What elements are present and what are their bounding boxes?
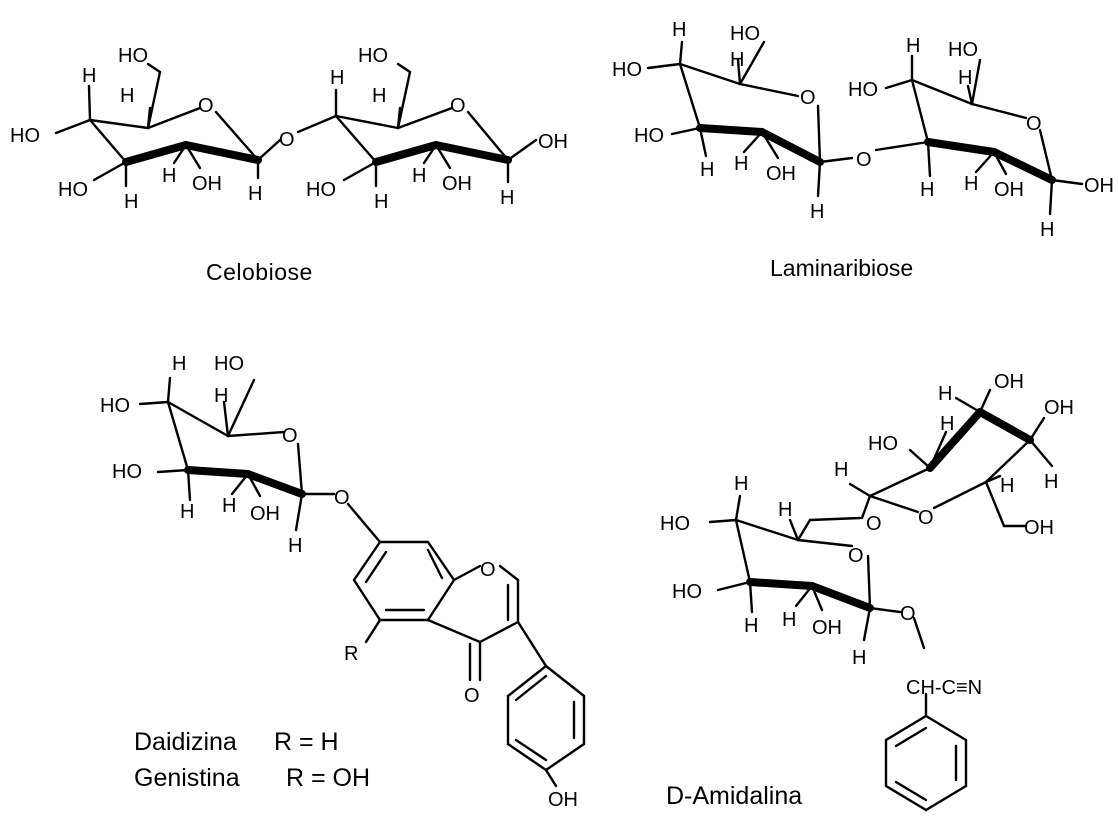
r-value-daidzina: R = H xyxy=(274,728,339,756)
molecule-name-genistina: Genistina xyxy=(134,764,240,792)
atom-ho: HO xyxy=(112,461,142,483)
atom-h: H xyxy=(940,413,954,435)
atom-o: O xyxy=(918,507,934,529)
atom-h: H xyxy=(834,459,848,481)
amidalina-structure: OH OH H H HO H H H O O OH H H HO O HO H … xyxy=(660,371,1074,812)
atom-h: H xyxy=(810,201,824,223)
atom-h: H xyxy=(958,67,972,89)
atom-o: O xyxy=(848,545,864,567)
atom-h: H xyxy=(372,85,386,107)
atom-o: O xyxy=(279,129,295,151)
atom-oh: OH xyxy=(538,131,568,153)
atom-h: H xyxy=(782,609,796,631)
atom-h: H xyxy=(852,647,866,669)
isoflavone-glycoside-structure: H HO H HO O HO H H OH H O O R O OH Daidi… xyxy=(100,353,586,811)
atom-oh: OH xyxy=(1044,397,1074,419)
atom-ho: HO xyxy=(730,23,760,45)
celobiose-structure: HO H H O HO HO H H OH H O HO H H O OH HO… xyxy=(10,45,568,285)
nitrile-group: CH-C≡N xyxy=(906,677,982,699)
atom-ho: HO xyxy=(214,353,244,375)
atom-oh: OH xyxy=(994,371,1024,393)
atom-o: O xyxy=(900,603,916,625)
atom-h: H xyxy=(82,65,96,87)
atom-h: H xyxy=(906,35,920,57)
atom-o: O xyxy=(1026,113,1042,135)
atom-h: H xyxy=(248,183,262,205)
atom-h: H xyxy=(730,49,744,71)
atom-o: O xyxy=(464,685,480,707)
molecule-name-laminaribiose: Laminaribiose xyxy=(770,255,913,281)
atom-o: O xyxy=(856,149,872,171)
atom-ho: HO xyxy=(10,125,40,147)
atom-oh: OH xyxy=(192,173,222,195)
atom-o: O xyxy=(282,425,298,447)
molecule-name-celobiose: Celobiose xyxy=(206,259,313,285)
atom-oh: OH xyxy=(994,179,1024,201)
atom-oh: OH xyxy=(250,503,280,525)
r-value-genistina: R = OH xyxy=(286,764,370,792)
atom-oh: OH xyxy=(1024,517,1054,539)
atom-h: H xyxy=(744,615,758,637)
atom-h: H xyxy=(330,67,344,89)
atom-h: H xyxy=(172,353,186,375)
atom-oh: OH xyxy=(812,617,842,639)
atom-ho: HO xyxy=(848,79,878,101)
atom-h: H xyxy=(672,19,686,41)
atom-o: O xyxy=(480,559,496,581)
atom-o: O xyxy=(198,95,214,117)
atom-h: H xyxy=(214,385,228,407)
atom-o: O xyxy=(450,95,466,117)
atom-o: O xyxy=(866,513,882,535)
atom-ho: HO xyxy=(58,179,88,201)
atom-h: H xyxy=(412,165,426,187)
atom-h: H xyxy=(288,535,302,557)
atom-oh: OH xyxy=(1084,175,1114,197)
atom-oh: OH xyxy=(548,789,578,811)
atom-oh: OH xyxy=(766,163,796,185)
atom-ho: HO xyxy=(672,581,702,603)
atom-ho: HO xyxy=(634,125,664,147)
atom-ho: HO xyxy=(612,59,642,81)
atom-h: H xyxy=(700,159,714,181)
atom-h: H xyxy=(1044,471,1058,493)
atom-ho: HO xyxy=(118,45,148,67)
atom-h: H xyxy=(964,173,978,195)
atom-h: H xyxy=(180,501,194,523)
atom-ho: HO xyxy=(948,39,978,61)
molecule-name-amidalina: D-Amidalina xyxy=(666,782,802,810)
atom-ho: HO xyxy=(358,45,388,67)
atom-ho: HO xyxy=(660,513,690,535)
atom-ho: HO xyxy=(100,395,130,417)
atom-h: H xyxy=(734,153,748,175)
atom-o: O xyxy=(334,487,350,509)
laminaribiose-structure: H HO H HO O HO H H OH H O H HO HO H O H … xyxy=(612,19,1114,281)
atom-oh: OH xyxy=(442,173,472,195)
atom-h: H xyxy=(1040,219,1054,241)
atom-h: H xyxy=(500,187,514,209)
atom-h: H xyxy=(120,85,134,107)
atom-ho: HO xyxy=(306,179,336,201)
atom-h: H xyxy=(374,191,388,213)
atom-h: H xyxy=(938,383,952,405)
atom-ho: HO xyxy=(868,433,898,455)
atom-h: H xyxy=(1000,475,1014,497)
atom-o: O xyxy=(800,87,816,109)
molecule-name-daidzina: Daidizina xyxy=(134,728,237,756)
atom-h: H xyxy=(124,191,138,213)
atom-h: H xyxy=(734,473,748,495)
atom-h: H xyxy=(778,499,792,521)
atom-h: H xyxy=(920,179,934,201)
atom-h: H xyxy=(222,495,236,517)
atom-r: R xyxy=(344,643,358,665)
atom-h: H xyxy=(162,165,176,187)
